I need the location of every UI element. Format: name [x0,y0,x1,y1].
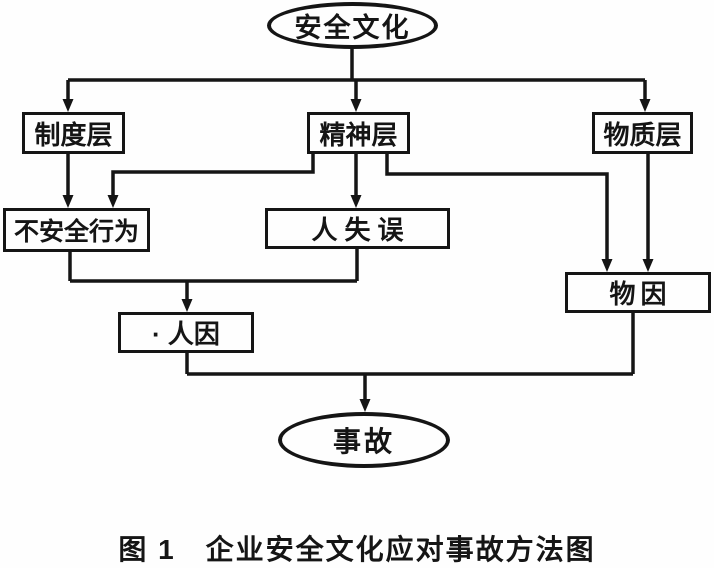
node-spiritual-layer-label: 精神层 [319,119,398,150]
node-human-error: 人失误 [265,208,450,249]
node-material-cause: 物因 [565,272,711,313]
node-human-cause-label: · 人因 [152,319,220,349]
node-spiritual-layer: 精神层 [307,112,410,154]
arrowhead-spiritual [350,99,362,112]
node-safety-culture-label: 安全文化 [294,13,411,43]
arrowheads [62,99,654,412]
node-material-layer-label: 物质层 [603,119,682,150]
arrowhead-accident [359,399,371,412]
node-human-cause: · 人因 [118,312,254,353]
node-material-layer: 物质层 [592,112,693,154]
node-accident-label: 事故 [332,426,395,457]
connector-spiritual-to-material-cause [385,154,609,261]
arrowhead-human-error [350,195,362,208]
node-unsafe-behavior-label: 不安全行为 [13,218,139,246]
arrowhead-institutional [62,99,74,112]
node-unsafe-behavior: 不安全行为 [3,208,150,252]
node-material-cause-label: 物因 [609,279,672,309]
arrowhead-material-cause-left [601,259,613,272]
node-human-error-label: 人失误 [311,215,411,245]
arrowhead-unsafe-right [107,195,119,208]
figure-caption: 图 1 企业安全文化应对事故方法图 [118,534,596,565]
arrowhead-material [639,99,651,112]
node-institutional-layer: 制度层 [22,112,125,154]
node-accident: 事故 [278,412,450,468]
node-safety-culture: 安全文化 [267,2,438,49]
connector-spiritual-to-unsafe [111,154,315,197]
arrowhead-unsafe-left [62,195,74,208]
node-institutional-layer-label: 制度层 [34,119,113,150]
arrowhead-material-cause-right [642,259,654,272]
arrowhead-human-cause [181,299,193,312]
connector-lines [66,48,650,401]
